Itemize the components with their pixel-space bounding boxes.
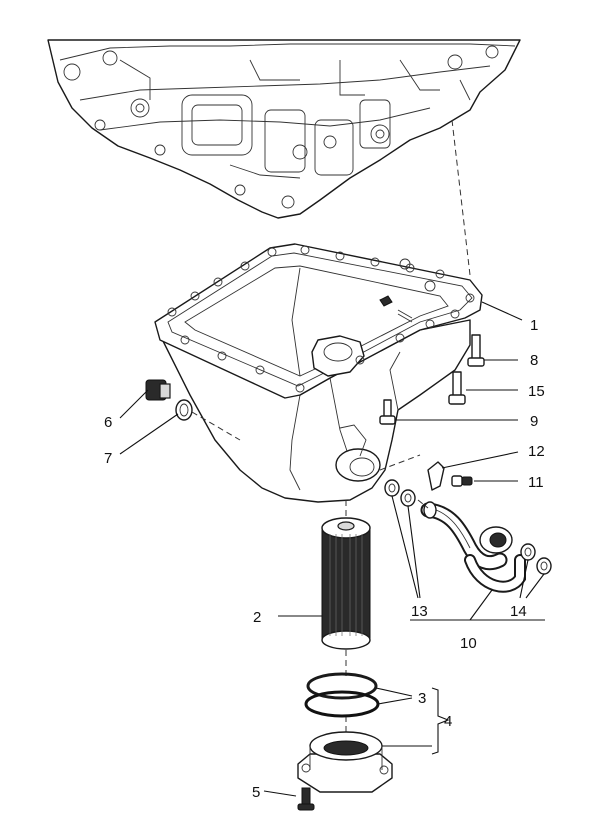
oil-filter bbox=[321, 517, 371, 650]
callout-3: 3 bbox=[418, 690, 426, 707]
engine-crankcase bbox=[47, 39, 521, 219]
oil-pan bbox=[154, 243, 483, 503]
washer-13b bbox=[400, 489, 416, 507]
o-ring-large bbox=[306, 672, 378, 700]
oil-pipe bbox=[420, 501, 526, 593]
callout-8: 8 bbox=[530, 352, 538, 369]
leader-lines bbox=[119, 301, 545, 797]
bolt-8 bbox=[467, 334, 485, 367]
bolt-9 bbox=[379, 399, 396, 425]
callout-labels: 1 2 3 4 5 6 7 8 9 10 11 12 13 14 15 bbox=[104, 317, 545, 801]
callout-12: 12 bbox=[528, 443, 545, 460]
callout-4: 4 bbox=[444, 713, 452, 730]
cover-bolt bbox=[297, 787, 315, 811]
callout-7: 7 bbox=[104, 450, 112, 467]
callout-9: 9 bbox=[530, 413, 538, 430]
alignment-line bbox=[451, 119, 471, 276]
bracket-12 bbox=[427, 461, 445, 491]
callout-15: 15 bbox=[528, 383, 545, 400]
pipe-axis bbox=[379, 454, 429, 509]
bolt-11 bbox=[451, 475, 473, 487]
washer-14b bbox=[536, 557, 552, 575]
callout-2: 2 bbox=[253, 609, 261, 626]
callout-14: 14 bbox=[510, 603, 527, 620]
washer-14a bbox=[520, 543, 536, 561]
callout-10: 10 bbox=[460, 635, 477, 652]
filter-cover bbox=[297, 731, 393, 793]
drain-washer bbox=[175, 399, 193, 421]
callout-5: 5 bbox=[252, 784, 260, 801]
drain-plug bbox=[145, 379, 171, 401]
callout-1: 1 bbox=[530, 317, 538, 334]
o-ring-small bbox=[304, 690, 380, 718]
callout-6: 6 bbox=[104, 414, 112, 431]
callout-11: 11 bbox=[528, 474, 544, 491]
bolt-15 bbox=[448, 371, 466, 405]
callout-13: 13 bbox=[411, 603, 428, 620]
washer-13a bbox=[384, 479, 400, 497]
